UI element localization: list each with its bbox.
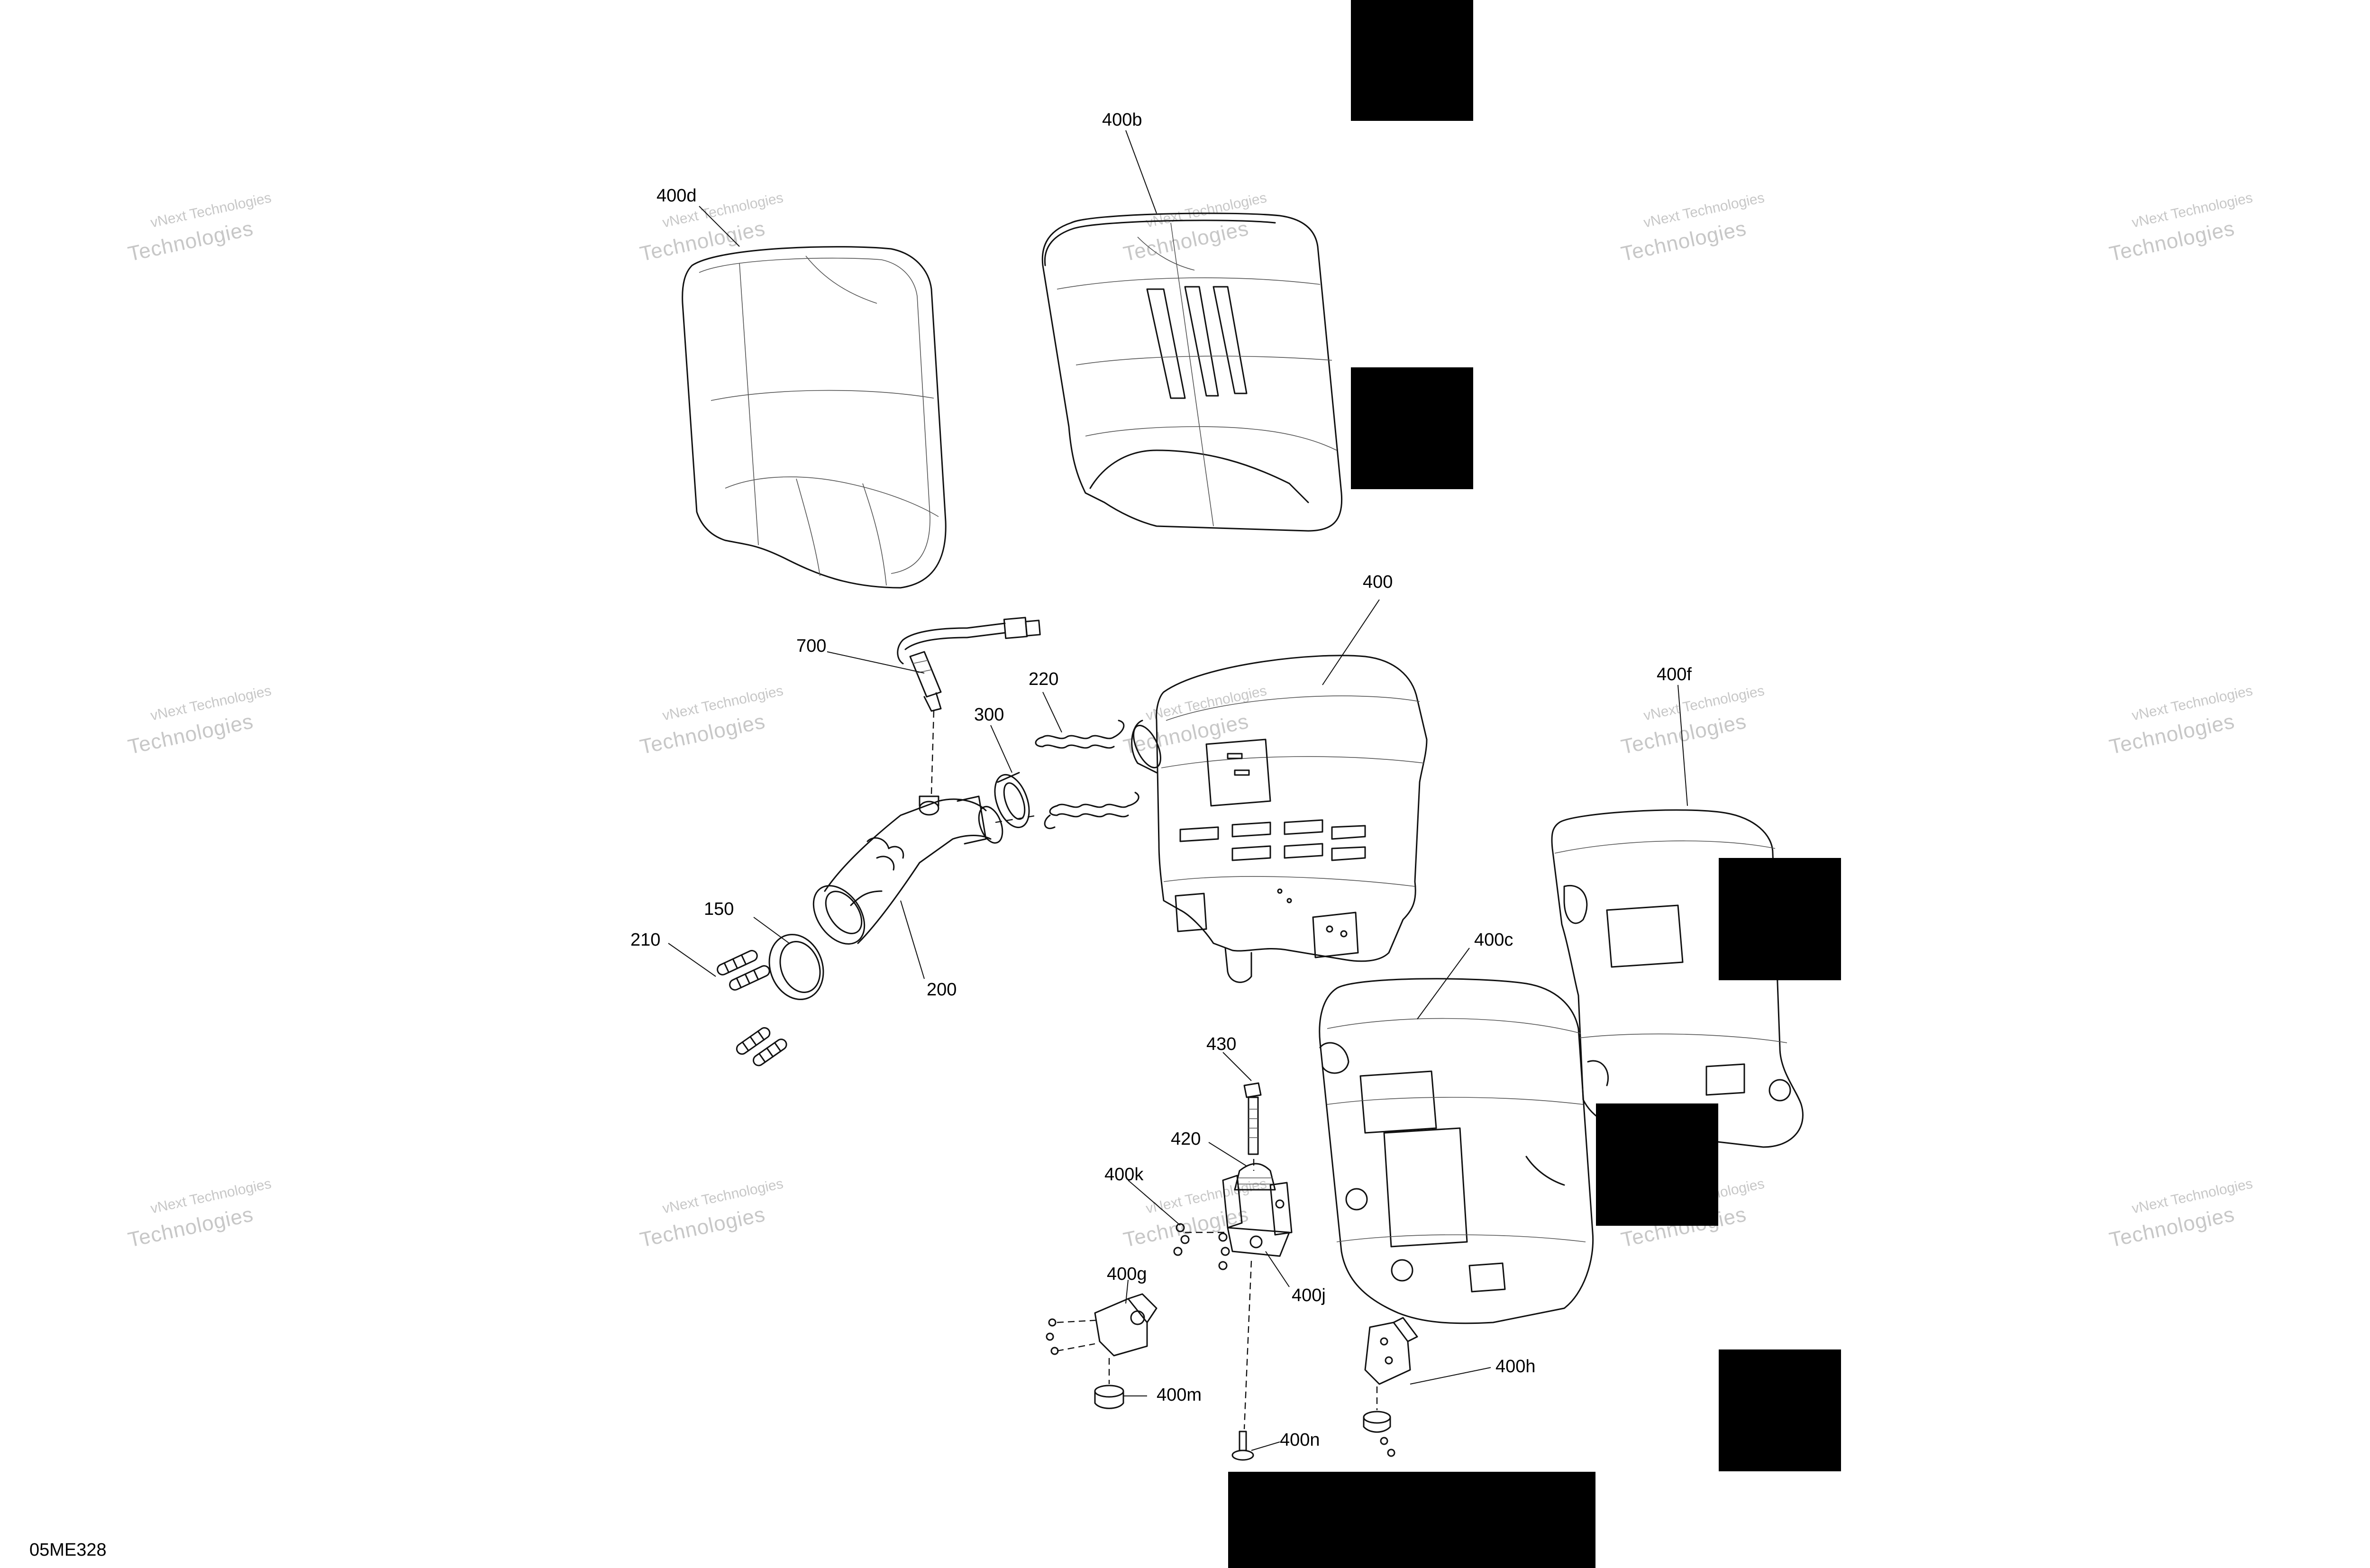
redaction-box bbox=[1351, 367, 1473, 489]
redaction-box bbox=[1228, 1472, 1595, 1568]
svg-text:Technologies: Technologies bbox=[1121, 217, 1251, 266]
svg-text:Technologies: Technologies bbox=[2107, 710, 2237, 759]
part-210-springs bbox=[717, 950, 787, 1067]
svg-text:Technologies: Technologies bbox=[1619, 217, 1749, 266]
leader-lines bbox=[668, 130, 1688, 1451]
watermark: vNext Technologies Technologies bbox=[1619, 683, 1766, 759]
callout-220: 220 bbox=[1029, 669, 1058, 689]
callout-labels: 400d 400b 400 400f 700 220 300 150 210 2… bbox=[630, 110, 1692, 1450]
part-400g-bracket bbox=[1046, 1293, 1158, 1357]
callout-400n: 400n bbox=[1280, 1430, 1320, 1450]
callout-400d: 400d bbox=[656, 186, 697, 206]
callout-200: 200 bbox=[927, 980, 957, 1000]
part-400f-heat-shield bbox=[1551, 809, 1804, 1148]
part-150-gasket bbox=[768, 934, 824, 1000]
svg-text:Technologies: Technologies bbox=[1121, 710, 1251, 759]
part-400h-bracket bbox=[1363, 1317, 1418, 1457]
svg-text:Technologies: Technologies bbox=[126, 710, 255, 759]
redaction-box bbox=[1351, 0, 1473, 121]
callout-430: 430 bbox=[1206, 1034, 1236, 1054]
part-400j-bracket bbox=[1222, 1175, 1293, 1257]
watermark: vNext Technologies Technologies bbox=[1121, 190, 1268, 266]
assembly-lines bbox=[930, 711, 1378, 1430]
watermark: vNext Technologies Technologies bbox=[126, 190, 273, 266]
svg-text:Technologies: Technologies bbox=[638, 1203, 767, 1252]
callout-400: 400 bbox=[1363, 572, 1393, 592]
part-400m-mount bbox=[1094, 1385, 1124, 1409]
redaction-box bbox=[1719, 858, 1841, 980]
callout-400c: 400c bbox=[1474, 930, 1513, 950]
callout-400b: 400b bbox=[1102, 110, 1142, 130]
watermark: vNext Technologies Technologies bbox=[638, 683, 785, 759]
callout-400j: 400j bbox=[1292, 1285, 1326, 1305]
callout-300: 300 bbox=[974, 705, 1004, 725]
callout-400f: 400f bbox=[1657, 665, 1692, 684]
callout-210: 210 bbox=[630, 930, 660, 950]
watermark: vNext Technologies Technologies bbox=[1619, 190, 1766, 266]
part-400-muffler-body bbox=[1131, 655, 1428, 983]
svg-text:Technologies: Technologies bbox=[638, 217, 767, 266]
callout-400m: 400m bbox=[1157, 1385, 1202, 1405]
part-430-bolt bbox=[1243, 1082, 1262, 1155]
part-200-exhaust-pipe bbox=[812, 795, 1003, 945]
svg-text:Technologies: Technologies bbox=[126, 1203, 255, 1252]
callout-420: 420 bbox=[1171, 1129, 1201, 1149]
watermark: vNext Technologies Technologies bbox=[2107, 1176, 2254, 1252]
part-400k-nuts bbox=[1173, 1223, 1230, 1270]
watermark: vNext Technologies Technologies bbox=[2107, 683, 2254, 759]
redaction-box bbox=[1719, 1349, 1841, 1471]
svg-text:Technologies: Technologies bbox=[638, 710, 767, 759]
part-400n-stud bbox=[1231, 1431, 1254, 1461]
redaction-box bbox=[1596, 1103, 1718, 1226]
svg-text:Technologies: Technologies bbox=[126, 217, 255, 266]
part-400c-heat-shield bbox=[1319, 978, 1594, 1324]
part-300-gasket bbox=[994, 772, 1030, 829]
watermark: vNext Technologies Technologies bbox=[126, 683, 273, 759]
callout-150: 150 bbox=[704, 899, 734, 919]
watermark: vNext Technologies Technologies bbox=[126, 1176, 273, 1252]
part-400b-muffler-cover bbox=[1041, 212, 1343, 532]
callout-400k: 400k bbox=[1104, 1165, 1144, 1185]
part-220-springs bbox=[1035, 720, 1139, 830]
part-420-grommet bbox=[1234, 1163, 1276, 1191]
part-400d-heat-shield bbox=[682, 246, 947, 589]
part-700-oxygen-sensor bbox=[897, 617, 1041, 712]
callout-400g: 400g bbox=[1107, 1264, 1147, 1284]
svg-text:Technologies: Technologies bbox=[2107, 1203, 2237, 1252]
drawing-code: 05ME328 bbox=[29, 1540, 107, 1560]
redaction-blocks bbox=[1228, 0, 1841, 1568]
watermark-grid: vNext Technologies Technologies vNext Te… bbox=[126, 190, 2254, 1252]
callout-400h: 400h bbox=[1495, 1357, 1536, 1377]
svg-text:Technologies: Technologies bbox=[2107, 217, 2237, 266]
watermark: vNext Technologies Technologies bbox=[638, 1176, 785, 1252]
callout-700: 700 bbox=[796, 636, 826, 656]
watermark: vNext Technologies Technologies bbox=[2107, 190, 2254, 266]
svg-text:Technologies: Technologies bbox=[1619, 710, 1749, 759]
